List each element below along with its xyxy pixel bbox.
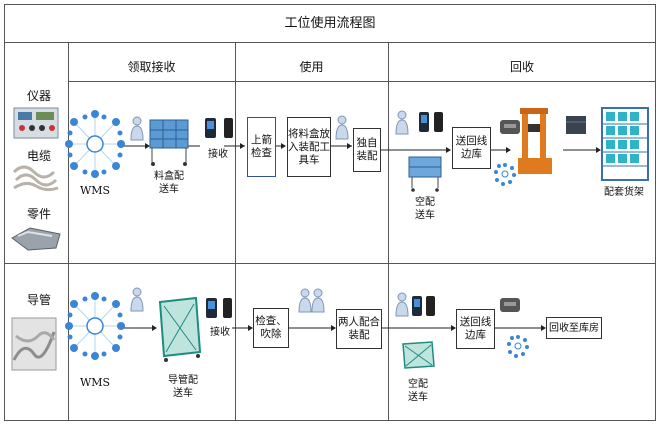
- cable-coil-icon: [12, 165, 59, 192]
- wms-network-icon: [65, 292, 125, 360]
- step-return-line: 送回线: [455, 135, 488, 147]
- agv-forklift-icon: [518, 108, 552, 174]
- step-inspect-box: 上箭检查: [247, 117, 276, 177]
- arrowhead: [331, 325, 336, 331]
- empty-cart-icon: [402, 341, 435, 369]
- step-load-line: 入装配工: [288, 140, 330, 153]
- conduit-cart-icon: [158, 296, 202, 362]
- robot-icon: [500, 298, 520, 312]
- step-return-line: 边库: [465, 329, 486, 341]
- storage-box-icon: [566, 116, 586, 134]
- arrowhead: [451, 325, 456, 331]
- empty-cart-label: 空配 送车: [398, 378, 438, 404]
- diagram-title: 工位使用流程图: [284, 16, 376, 31]
- worker-icon: [311, 288, 325, 313]
- robot-icon: [500, 120, 520, 134]
- handheld-scanner-icon: [419, 112, 429, 132]
- worker-icon: [130, 116, 144, 141]
- category-instrument: 仪器: [26, 89, 51, 103]
- step-return-line: 边库: [461, 148, 482, 160]
- step-warehouse-box: 回收至库房: [546, 317, 602, 339]
- step-pair-box: 两人配合装配: [336, 309, 382, 349]
- handheld-scanner-icon: [205, 118, 216, 138]
- handheld-scanner-icon: [426, 296, 435, 316]
- network-small-icon: [494, 163, 516, 186]
- step-load-line: 具车: [298, 153, 320, 166]
- category-part: 零件: [26, 207, 51, 221]
- worker-icon: [335, 115, 349, 140]
- storage-shelf-icon: [601, 107, 649, 181]
- empty-cart-label-line: 送车: [415, 210, 435, 221]
- worker-icon: [130, 287, 144, 312]
- step-pair-line: 两人配合: [338, 316, 380, 328]
- category-cable: 电缆: [26, 149, 51, 163]
- bin-cart-label-line: 料盒配: [154, 171, 184, 182]
- bin-cart-label-line: 送车: [159, 184, 179, 195]
- arrowhead: [152, 325, 157, 331]
- empty-cart-label: 空配 送车: [406, 196, 444, 222]
- arrowhead: [248, 325, 253, 331]
- worker-icon: [395, 292, 409, 317]
- wms-network-icon: [65, 110, 125, 178]
- network-small-icon: [507, 335, 529, 358]
- conduit-tube-icon: [11, 317, 57, 371]
- phase-header-receive: 领取接收: [127, 60, 176, 74]
- outer-frame: [4, 4, 656, 421]
- handheld-scanner-icon: [224, 118, 233, 138]
- empty-cart-label-line: 送车: [408, 392, 428, 403]
- wms-label: WMS: [79, 376, 111, 389]
- step-return-box: 送回线边库: [456, 309, 495, 349]
- bin-cart-label: 料盒配 送车: [148, 170, 190, 196]
- arrowhead: [596, 147, 601, 153]
- step-inspect-line: 检查: [251, 147, 272, 159]
- bin-cart-icon: [149, 119, 189, 166]
- step-return-line: 送回线: [459, 316, 492, 328]
- step-check-line: 吹除: [260, 328, 282, 340]
- conduit-cart-label-line: 导管配: [168, 375, 198, 386]
- handheld-scanner-icon: [223, 298, 232, 318]
- empty-cart-icon: [408, 156, 442, 192]
- conduit-cart-label-line: 送车: [173, 388, 193, 399]
- step-solo-box: 独自装配: [353, 128, 381, 172]
- phase-header-use: 使用: [299, 60, 324, 74]
- arrowhead: [281, 143, 286, 149]
- worker-icon: [395, 110, 409, 135]
- arrowhead: [446, 147, 451, 153]
- step-return-box: 送回线边库: [452, 127, 491, 169]
- step-load-line: 将料盒放: [288, 127, 330, 140]
- arrowhead: [506, 147, 511, 153]
- step-check-box: 检查、吹除: [253, 308, 289, 348]
- worker-icon: [298, 288, 312, 313]
- metal-part-icon: [11, 227, 61, 251]
- handheld-scanner-icon: [434, 112, 443, 132]
- category-conduit: 导管: [26, 293, 51, 307]
- arrowhead: [541, 325, 546, 331]
- step-load-box: 将料盒放入装配工具车: [287, 117, 331, 177]
- instrument-panel-icon: [13, 107, 59, 139]
- step-pair-line: 装配: [348, 329, 370, 341]
- empty-cart-label-line: 空配: [415, 197, 435, 208]
- arrowhead: [240, 143, 245, 149]
- wms-label: WMS: [79, 184, 111, 197]
- empty-cart-label-line: 空配: [408, 379, 428, 390]
- arrowhead: [347, 143, 352, 149]
- arrowhead: [145, 143, 150, 149]
- step-solo-line: 装配: [356, 150, 378, 162]
- receive-label: 接收: [210, 327, 230, 338]
- handheld-scanner-icon: [412, 296, 422, 316]
- conduit-cart-label: 导管配 送车: [160, 374, 206, 400]
- handheld-scanner-icon: [206, 298, 217, 318]
- receive-label: 接收: [208, 149, 228, 160]
- phase-header-recycle: 回收: [509, 60, 534, 74]
- step-inspect-line: 上箭: [251, 134, 272, 146]
- step-check-line: 检查、: [255, 315, 287, 327]
- shelf-label: 配套货架: [604, 187, 644, 198]
- step-solo-line: 独自: [356, 137, 378, 149]
